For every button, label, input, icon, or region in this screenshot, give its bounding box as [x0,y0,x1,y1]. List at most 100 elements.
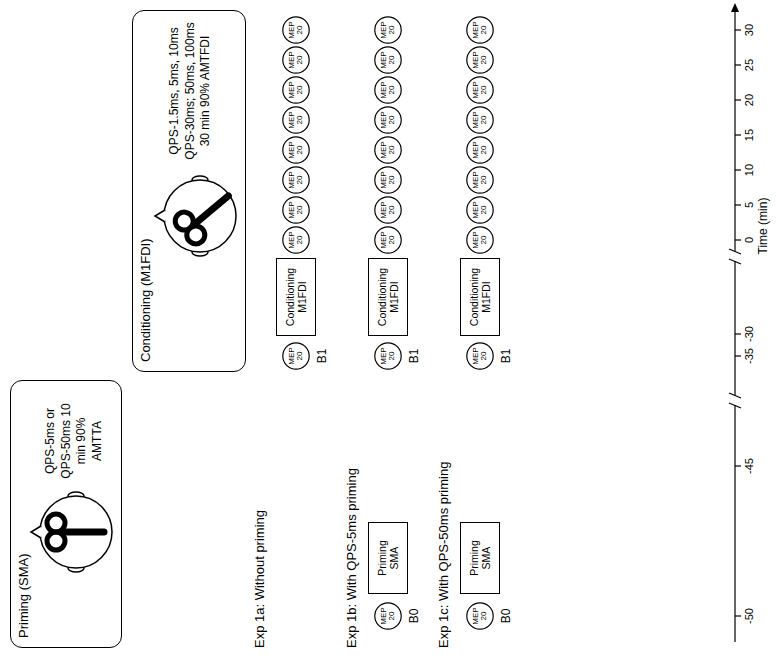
circle-outline [283,77,309,103]
mep-label: MEP 20 [380,169,397,191]
circle-outline [467,47,493,73]
tick [735,333,741,334]
mep-label: MEP 20 [288,49,305,71]
mep-circle: MEP 20 [374,226,402,254]
protocol-text: QPS-5ms or QPS-50ms 10 min 90% AMTTA [43,403,105,479]
tick-label: 30 [743,24,756,36]
break-mark [729,403,741,408]
mep-circle: MEP 20 [466,16,494,44]
mep-label: MEP 20 [288,109,305,131]
tick [735,465,741,466]
tick-label: 25 [743,59,756,71]
mep-label: MEP 20 [380,109,397,131]
tick-label: -30 [743,326,756,342]
mep-circle: MEP 20 [374,76,402,104]
head-outline [164,180,236,252]
coil-handle [195,196,229,224]
mep-circle: MEP 20 [466,106,494,134]
mep-circle: MEP 20 [282,106,310,134]
head-m1 [155,176,240,256]
stimulation-panel: Priming (SMA) QPS-5ms or QPS-50ms 10 min … [10,380,122,648]
block-box: Priming SMA [368,522,408,594]
tick [735,99,741,100]
block-label: Conditioning M1FDI [468,265,492,329]
circle-outline [375,343,401,369]
circle-outline [283,17,309,43]
mep-label: MEP 20 [380,49,397,71]
mep-circle: MEP 20 [282,196,310,224]
mep-label: MEP 20 [472,49,489,71]
tick [735,169,741,170]
mep-label: MEP 20 [380,605,397,627]
mep-circle: MEP 20 [282,226,310,254]
block-box: Conditioning M1FDI [460,258,500,336]
circle-outline [467,167,493,193]
mep-circle: MEP 20 [374,136,402,164]
break-mark [729,249,741,254]
head-outline [40,496,112,568]
nose [155,210,165,222]
circle-outline [375,17,401,43]
coil [172,182,240,248]
tick-label: 10 [743,164,756,176]
axis-ticks [735,30,741,616]
mep-circle: MEP 20 [466,76,494,104]
baseline-label: B1 [408,349,422,364]
tick [735,29,741,30]
mep-circle: MEP 20 [282,46,310,74]
mep-circle: MEP 20 [282,342,310,370]
mep-label: MEP 20 [380,229,397,251]
circle-outline [467,603,493,629]
nose [31,526,41,538]
tick-label: 0 [743,237,756,243]
circle-outline [283,167,309,193]
experiment-title: Exp 1c: With QPS-50ms priming [437,462,452,648]
panel-title: Conditioning (M1FDI) [138,238,154,362]
break-mark [729,259,741,264]
mep-circle: MEP 20 [374,16,402,44]
mep-label: MEP 20 [288,229,305,251]
axis-title: Time (min) [757,198,771,255]
mep-circle: MEP 20 [374,46,402,74]
axis-break [729,393,741,408]
circle-outline [375,77,401,103]
circle-outline [375,603,401,629]
block-label: Priming SMA [376,529,400,587]
panel-title: Priming (SMA) [16,553,32,638]
axis-arrow [731,3,739,12]
tick [735,64,741,65]
mep-circle: MEP 20 [374,342,402,370]
tick [735,134,741,135]
mep-circle: MEP 20 [374,166,402,194]
circle-outline [283,227,309,253]
block-label: Priming SMA [468,529,492,587]
tick-label: -45 [743,458,756,474]
mep-label: MEP 20 [288,345,305,367]
mep-label: MEP 20 [288,169,305,191]
mep-circle: MEP 20 [374,196,402,224]
mep-label: MEP 20 [472,79,489,101]
experiment-title: Exp 1b: With QPS-5ms priming [345,468,360,648]
mep-label: MEP 20 [472,109,489,131]
mep-label: MEP 20 [472,345,489,367]
circle-outline [467,17,493,43]
tick [735,204,741,205]
circle-outline [283,47,309,73]
mep-label: MEP 20 [472,229,489,251]
tick [735,239,741,240]
tick-label: 20 [743,94,756,106]
tick-label: -35 [743,348,756,364]
mep-label: MEP 20 [288,79,305,101]
baseline-label: B0 [408,609,422,624]
block-label: Conditioning M1FDI [284,265,308,329]
circle-outline [375,137,401,163]
experiment-title: Exp 1a: Without priming [253,510,268,648]
circle-outline [467,343,493,369]
circle-outline [375,227,401,253]
circle-outline [467,107,493,133]
mep-label: MEP 20 [472,19,489,41]
circle-outline [467,197,493,223]
mep-circle: MEP 20 [466,166,494,194]
circle-outline [375,107,401,133]
